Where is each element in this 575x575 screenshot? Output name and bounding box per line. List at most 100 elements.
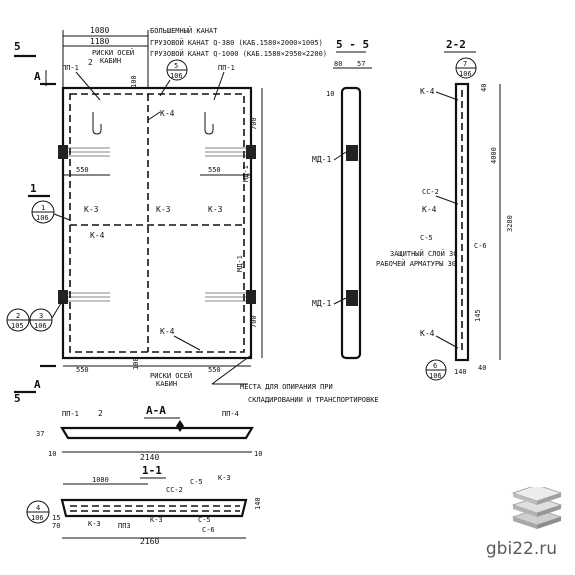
md1-embed-55-bot xyxy=(346,290,358,306)
label-md1-55-b: МД-1 xyxy=(312,299,331,308)
dim-140-11: 140 xyxy=(254,497,262,510)
dim-15-11: 15 xyxy=(52,514,60,522)
label-md1-55-a: МД-1 xyxy=(312,155,331,164)
label-c5-11-b: С-5 xyxy=(198,516,211,524)
label-num-2-top: 2 xyxy=(88,58,93,67)
callout-2-105: 2 105 xyxy=(6,308,30,332)
dim-145: 145 xyxy=(474,309,482,322)
label-pp1-left: ПП-1 xyxy=(62,64,79,72)
section-a-top-label: A xyxy=(34,70,41,83)
md1-embed-55-top xyxy=(346,145,358,161)
label-k3-left: К-3 xyxy=(84,205,99,214)
label-c5-11: С-5 xyxy=(190,478,203,486)
callout-5-106-top: 5 106 xyxy=(159,59,188,97)
dim-2140: 2140 xyxy=(140,453,159,462)
section-1-1: 1-1 1080 СС-2 С-5 К-3 4 106 70 15 К-3 ПП… xyxy=(26,464,262,546)
lifting-loop-left xyxy=(92,112,102,135)
dim-700-top: 700 xyxy=(250,117,258,130)
section-11-body xyxy=(60,498,248,518)
dim-700-bot: 700 xyxy=(250,315,258,328)
dim-37-aa: 37 xyxy=(36,430,44,438)
label-md1-right-bot: МД-1 xyxy=(236,255,244,272)
label-k4-22-bot: К-4 xyxy=(420,329,435,338)
risk-osi-bot-2: КАБИН xyxy=(156,380,177,388)
label-cs2-22: СС-2 xyxy=(422,188,439,196)
label-c6-11: С-6 xyxy=(202,526,215,534)
dim-550-lower-left: 550 xyxy=(76,366,89,374)
svg-text:3: 3 xyxy=(39,312,43,320)
dim-100-bot: 100 xyxy=(132,357,140,370)
label-num-2-aa: 2 xyxy=(98,409,103,418)
dim-1080-top: 1080 xyxy=(90,26,109,35)
label-k3-11-right: К-3 xyxy=(218,474,231,482)
section-a-a: А-А ПП-1 2 ПП-4 37 10 2140 10 xyxy=(36,404,262,462)
callout-3-106: 3 106 xyxy=(29,299,64,332)
svg-text:106: 106 xyxy=(31,514,44,522)
plan-view: 1080 1180 БОЛЬШЕМНЫЙ КАНАТ ГРУЗОВОЙ КАНА… xyxy=(6,26,379,405)
embed-md1-right-bot xyxy=(205,290,256,304)
note-zashchitny-1: ЗАЩИТНЫЙ СЛОЙ 30 xyxy=(390,249,457,258)
label-k4-22-top: К-4 xyxy=(420,87,435,96)
embed-md1-left-bot xyxy=(58,290,110,304)
svg-text:106: 106 xyxy=(429,372,442,380)
risk-osi-bot: РИСКИ ОСЕЙ xyxy=(150,371,192,380)
label-ppz-11: ППЗ xyxy=(118,522,131,530)
label-k3-11-a: К-3 xyxy=(88,520,101,528)
label-k4-22-mid: К-4 xyxy=(422,205,437,214)
dim-550-lower-right: 550 xyxy=(208,366,221,374)
label-k3-11-b: К-3 xyxy=(150,516,163,524)
label-pp1-aa-right: ПП-4 xyxy=(222,410,239,418)
section-1-label: 1 xyxy=(30,182,37,195)
reinforcement-outline xyxy=(69,93,245,353)
svg-text:106: 106 xyxy=(459,70,472,78)
dim-57: 57 xyxy=(357,60,365,68)
embed-md1-left-top xyxy=(58,145,110,159)
section-aa-title: А-А xyxy=(146,404,166,417)
label-k4-bot: К-4 xyxy=(160,327,175,336)
dim-40b-22: 40 xyxy=(478,364,486,372)
callout-4-106: 4 106 xyxy=(26,500,50,524)
lifting-loop-right xyxy=(204,112,214,135)
dim-3280: 3280 xyxy=(506,215,514,232)
dim-550-upper-right: 550 xyxy=(208,166,221,174)
label-c6-22: С-6 xyxy=(474,242,487,250)
label-k3-mid: К-3 xyxy=(156,205,171,214)
svg-text:2: 2 xyxy=(16,312,20,320)
svg-text:106: 106 xyxy=(34,322,47,330)
label-md1-right-top: МД-1 xyxy=(242,165,250,182)
note-zashchitny-2: РАБОЧЕЙ АРМАТУРЫ 30 xyxy=(376,259,456,268)
note-gruzovoy-2: ГРУЗОВОЙ КАНАТ Q-1000 (КАБ.1580×2950×220… xyxy=(150,49,327,58)
section-a-bot-label: A xyxy=(34,378,41,391)
label-k4-mid: К-4 xyxy=(90,231,105,240)
note-mesta-2: СКЛАДИРОВАНИИ И ТРАНСПОРТИРОВКЕ xyxy=(248,396,379,404)
svg-text:105: 105 xyxy=(11,322,24,330)
svg-text:5: 5 xyxy=(174,62,178,70)
section-22-title: 2-2 xyxy=(446,38,466,51)
watermark[interactable]: gbi22.ru xyxy=(485,539,557,559)
svg-text:106: 106 xyxy=(36,214,49,222)
section-55-body xyxy=(340,86,362,360)
label-k3-right: К-3 xyxy=(208,205,223,214)
section-5-top-label: 5 xyxy=(14,40,21,53)
dim-10-aa-left: 10 xyxy=(48,450,56,458)
risk-osi-top-2: КАБИН xyxy=(100,57,121,65)
stacked-slabs-icon xyxy=(511,487,563,529)
dim-40-22: 40 xyxy=(480,84,488,92)
callout-1-106: 1 106 xyxy=(31,200,71,224)
pointer-diamond-icon xyxy=(176,420,184,432)
label-k4-top: К-4 xyxy=(160,109,175,118)
dim-140-22: 140 xyxy=(454,368,467,376)
dim-550-upper-left: 550 xyxy=(76,166,89,174)
label-c5-22: С-5 xyxy=(420,234,433,242)
section-2-2: 2-2 7 106 К-4 40 4000 3280 СС-2 К-4 С-5 … xyxy=(376,38,514,381)
section-22-body xyxy=(454,82,470,362)
dim-2160: 2160 xyxy=(140,537,159,546)
note-gruzovoy-1: ГРУЗОВОЙ КАНАТ Q-380 (КАБ.1580×2000×1005… xyxy=(150,38,323,47)
section-55-title: 5 - 5 xyxy=(336,38,369,51)
embed-md1-right-top xyxy=(205,145,256,159)
section-aa-body xyxy=(60,426,254,440)
svg-text:4: 4 xyxy=(36,504,40,512)
risk-osi-top: РИСКИ ОСЕЙ xyxy=(92,48,134,57)
label-pp1-aa-left: ПП-1 xyxy=(62,410,79,418)
